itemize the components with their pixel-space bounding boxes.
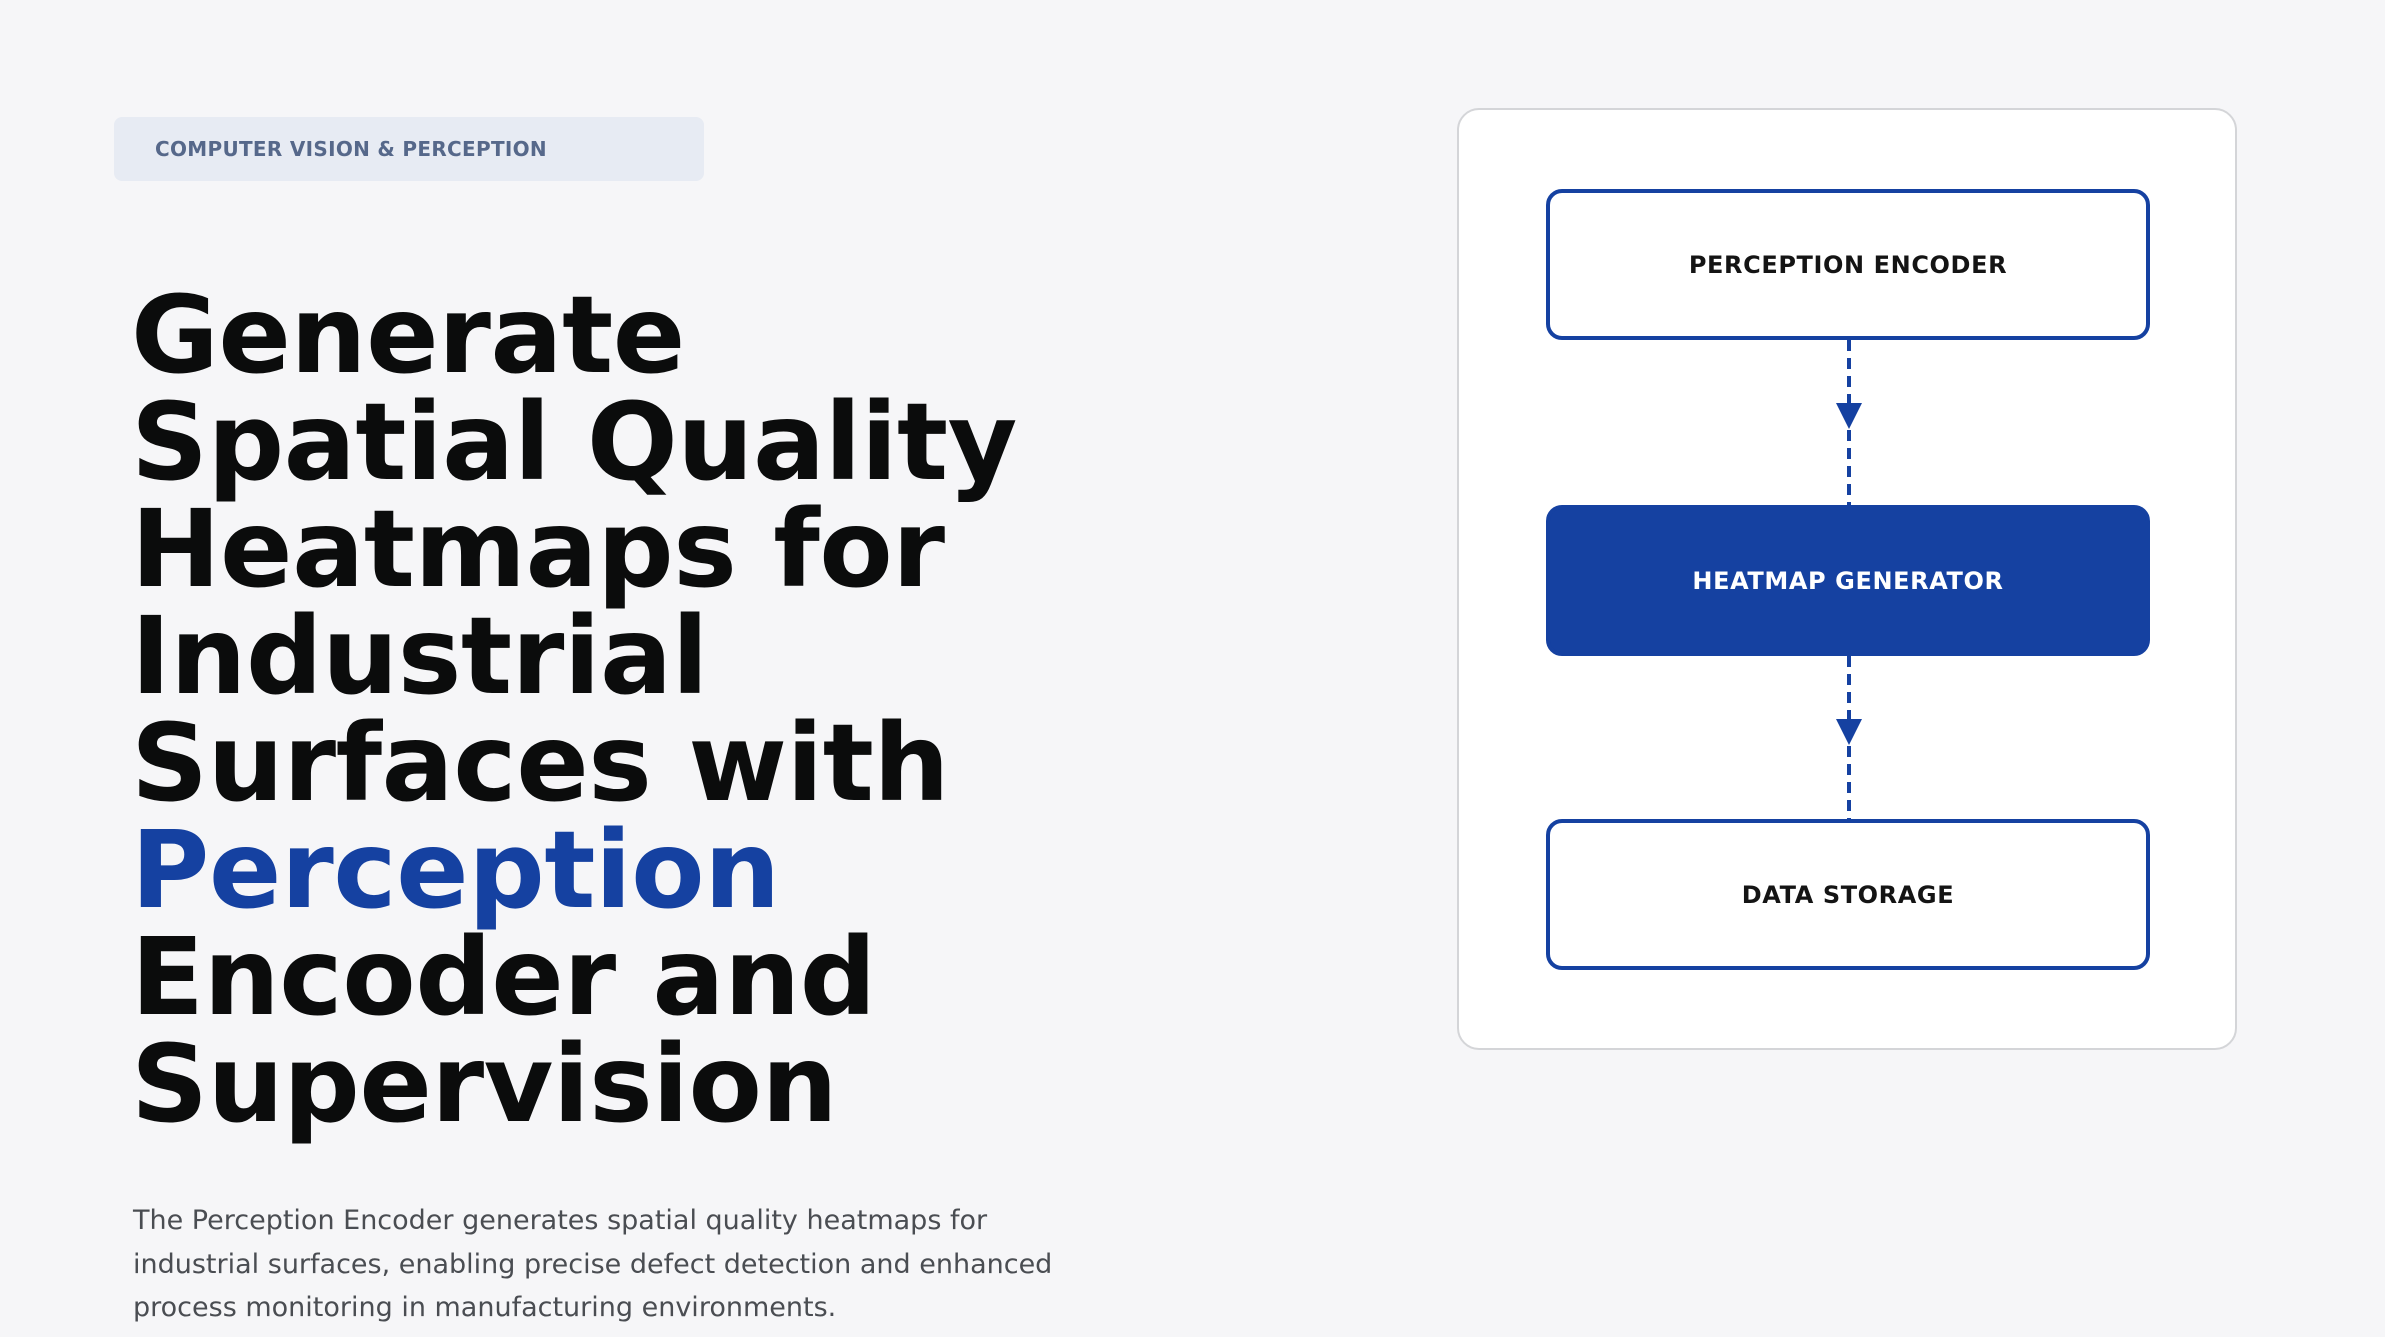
page-title: Generate Spatial Quality Heatmaps for In… xyxy=(131,283,1331,1139)
description-line: The Perception Encoder generates spatial… xyxy=(133,1205,988,1236)
description-line: industrial surfaces, enabling precise de… xyxy=(133,1248,1053,1280)
title-line: Encoder and xyxy=(131,916,876,1040)
title-line: Generate xyxy=(131,274,685,398)
title-accent-word: Perception xyxy=(131,809,780,933)
title-line: Heatmaps for xyxy=(131,488,945,612)
node-heatmap-generator: HEATMAP GENERATOR xyxy=(1546,505,2150,656)
pipeline-diagram-card: PERCEPTION ENCODER HEATMAP GENERATOR DAT… xyxy=(1457,108,2237,1050)
category-badge-label: COMPUTER VISION & PERCEPTION xyxy=(155,137,547,161)
node-label: HEATMAP GENERATOR xyxy=(1692,566,2004,595)
arrow-down-icon xyxy=(1836,719,1862,745)
title-line: Surfaces with xyxy=(131,702,950,826)
title-line: Spatial Quality xyxy=(131,381,1017,505)
node-label: DATA STORAGE xyxy=(1741,880,1955,909)
node-perception-encoder: PERCEPTION ENCODER xyxy=(1546,189,2150,340)
connector-arrow xyxy=(1836,340,1862,505)
description: The Perception Encoder generates spatial… xyxy=(133,1199,1183,1330)
connector-arrow xyxy=(1836,656,1862,821)
title-line: Supervision xyxy=(131,1023,838,1147)
description-line: process monitoring in manufacturing envi… xyxy=(133,1292,837,1323)
category-badge: COMPUTER VISION & PERCEPTION xyxy=(114,117,704,181)
node-data-storage: DATA STORAGE xyxy=(1546,819,2150,970)
node-label: PERCEPTION ENCODER xyxy=(1688,250,2008,279)
arrow-down-icon xyxy=(1836,403,1862,429)
title-line: Industrial xyxy=(131,595,708,719)
